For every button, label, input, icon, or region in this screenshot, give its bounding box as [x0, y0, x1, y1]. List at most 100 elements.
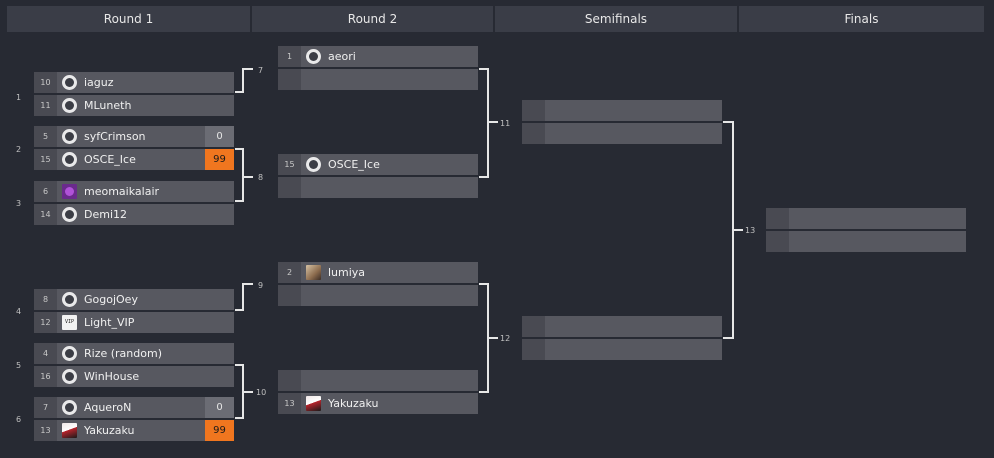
empty-player-slot[interactable] — [766, 208, 966, 229]
match-number: 7 — [258, 66, 264, 75]
purple-avatar-icon — [62, 184, 77, 199]
round-header-2: Round 2 — [252, 6, 493, 32]
connector-line — [235, 364, 244, 419]
player-slot[interactable]: 13 Yakuzaku — [278, 393, 478, 414]
photo-avatar-icon — [306, 265, 321, 280]
default-avatar-icon — [62, 346, 77, 361]
match-number: 9 — [258, 281, 264, 290]
match-number: 5 — [16, 361, 22, 370]
player-name: Demi12 — [84, 208, 128, 221]
photo-avatar-icon — [306, 396, 321, 411]
seed-number: 6 — [34, 181, 57, 202]
empty-player-slot[interactable] — [278, 69, 478, 90]
player-name: iaguz — [84, 76, 114, 89]
seed-number — [522, 316, 545, 337]
empty-player-slot[interactable] — [522, 123, 722, 144]
seed-number: 13 — [278, 393, 301, 414]
player-name: Yakuzaku — [328, 397, 379, 410]
player-name: meomaikalair — [84, 185, 160, 198]
seed-number: 4 — [34, 343, 57, 364]
seed-number — [766, 208, 789, 229]
score-badge: 0 — [205, 397, 234, 418]
default-avatar-icon — [62, 129, 77, 144]
match-number: 6 — [16, 415, 22, 424]
default-avatar-icon — [306, 49, 321, 64]
seed-number: 7 — [34, 397, 57, 418]
match-number: 4 — [16, 307, 22, 316]
player-slot[interactable]: 10 iaguz — [34, 72, 234, 93]
seed-number: 14 — [34, 204, 57, 225]
player-slot[interactable]: 1 aeori — [278, 46, 478, 67]
player-name: aeori — [328, 50, 356, 63]
seed-number: 15 — [278, 154, 301, 175]
player-name: lumiya — [328, 266, 366, 279]
player-slot[interactable]: 7 AqueroN 0 — [34, 397, 234, 418]
player-name: GogojOey — [84, 293, 138, 306]
seed-number — [522, 123, 545, 144]
default-avatar-icon — [62, 400, 77, 415]
seed-number — [278, 285, 301, 306]
empty-player-slot[interactable] — [522, 100, 722, 121]
round-header-1: Round 1 — [7, 6, 250, 32]
seed-number: 8 — [34, 289, 57, 310]
score-badge: 0 — [205, 126, 234, 147]
player-name: Yakuzaku — [84, 424, 135, 437]
seed-number — [522, 339, 545, 360]
match-number: 8 — [258, 173, 264, 182]
match-number: 11 — [500, 119, 511, 128]
seed-number — [766, 231, 789, 252]
player-slot[interactable]: 14 Demi12 — [34, 204, 234, 225]
seed-number: 16 — [34, 366, 57, 387]
seed-number: 13 — [34, 420, 57, 441]
default-avatar-icon — [306, 157, 321, 172]
seed-number — [278, 69, 301, 90]
player-name: OSCE_Ice — [328, 158, 380, 171]
connector-line — [235, 68, 253, 93]
default-avatar-icon — [62, 98, 77, 113]
player-name: OSCE_Ice — [84, 153, 136, 166]
player-slot[interactable]: 8 GogojOey — [34, 289, 234, 310]
empty-player-slot[interactable] — [278, 370, 478, 391]
connector-line — [479, 68, 489, 178]
empty-player-slot[interactable] — [766, 231, 966, 252]
default-avatar-icon — [62, 292, 77, 307]
default-avatar-icon — [62, 369, 77, 384]
photo-avatar-icon — [62, 423, 77, 438]
match-number: 3 — [16, 199, 22, 208]
player-slot[interactable]: 15 OSCE_Ice — [278, 154, 478, 175]
player-name: WinHouse — [84, 370, 140, 383]
connector-line — [235, 148, 244, 202]
seed-number: 11 — [34, 95, 57, 116]
round-header-4: Finals — [739, 6, 984, 32]
connector-line — [479, 283, 489, 393]
seed-number: 15 — [34, 149, 57, 170]
match-number: 12 — [500, 334, 511, 343]
player-name: Light_VIP — [84, 316, 135, 329]
empty-player-slot[interactable] — [278, 177, 478, 198]
seed-number: 12 — [34, 312, 57, 333]
player-slot[interactable]: 4 Rize (random) — [34, 343, 234, 364]
match-number: 2 — [16, 145, 22, 154]
default-avatar-icon — [62, 75, 77, 90]
player-slot[interactable]: 6 meomaikalair — [34, 181, 234, 202]
default-avatar-icon — [62, 152, 77, 167]
connector-line — [723, 121, 734, 339]
player-name: AqueroN — [84, 401, 132, 414]
empty-player-slot[interactable] — [522, 339, 722, 360]
connector-line — [235, 283, 253, 311]
player-slot[interactable]: 16 WinHouse — [34, 366, 234, 387]
seed-number — [278, 177, 301, 198]
player-slot[interactable]: 2 lumiya — [278, 262, 478, 283]
player-slot[interactable]: 13 Yakuzaku 99 — [34, 420, 234, 441]
round-header-3: Semifinals — [495, 6, 737, 32]
player-slot[interactable]: 15 OSCE_Ice 99 — [34, 149, 234, 170]
player-slot[interactable]: 12 VIP Light_VIP — [34, 312, 234, 333]
match-number: 1 — [16, 93, 22, 102]
empty-player-slot[interactable] — [522, 316, 722, 337]
player-name: syfCrimson — [84, 130, 146, 143]
empty-player-slot[interactable] — [278, 285, 478, 306]
player-slot[interactable]: 11 MLuneth — [34, 95, 234, 116]
player-slot[interactable]: 5 syfCrimson 0 — [34, 126, 234, 147]
winning-score-badge: 99 — [205, 420, 234, 441]
